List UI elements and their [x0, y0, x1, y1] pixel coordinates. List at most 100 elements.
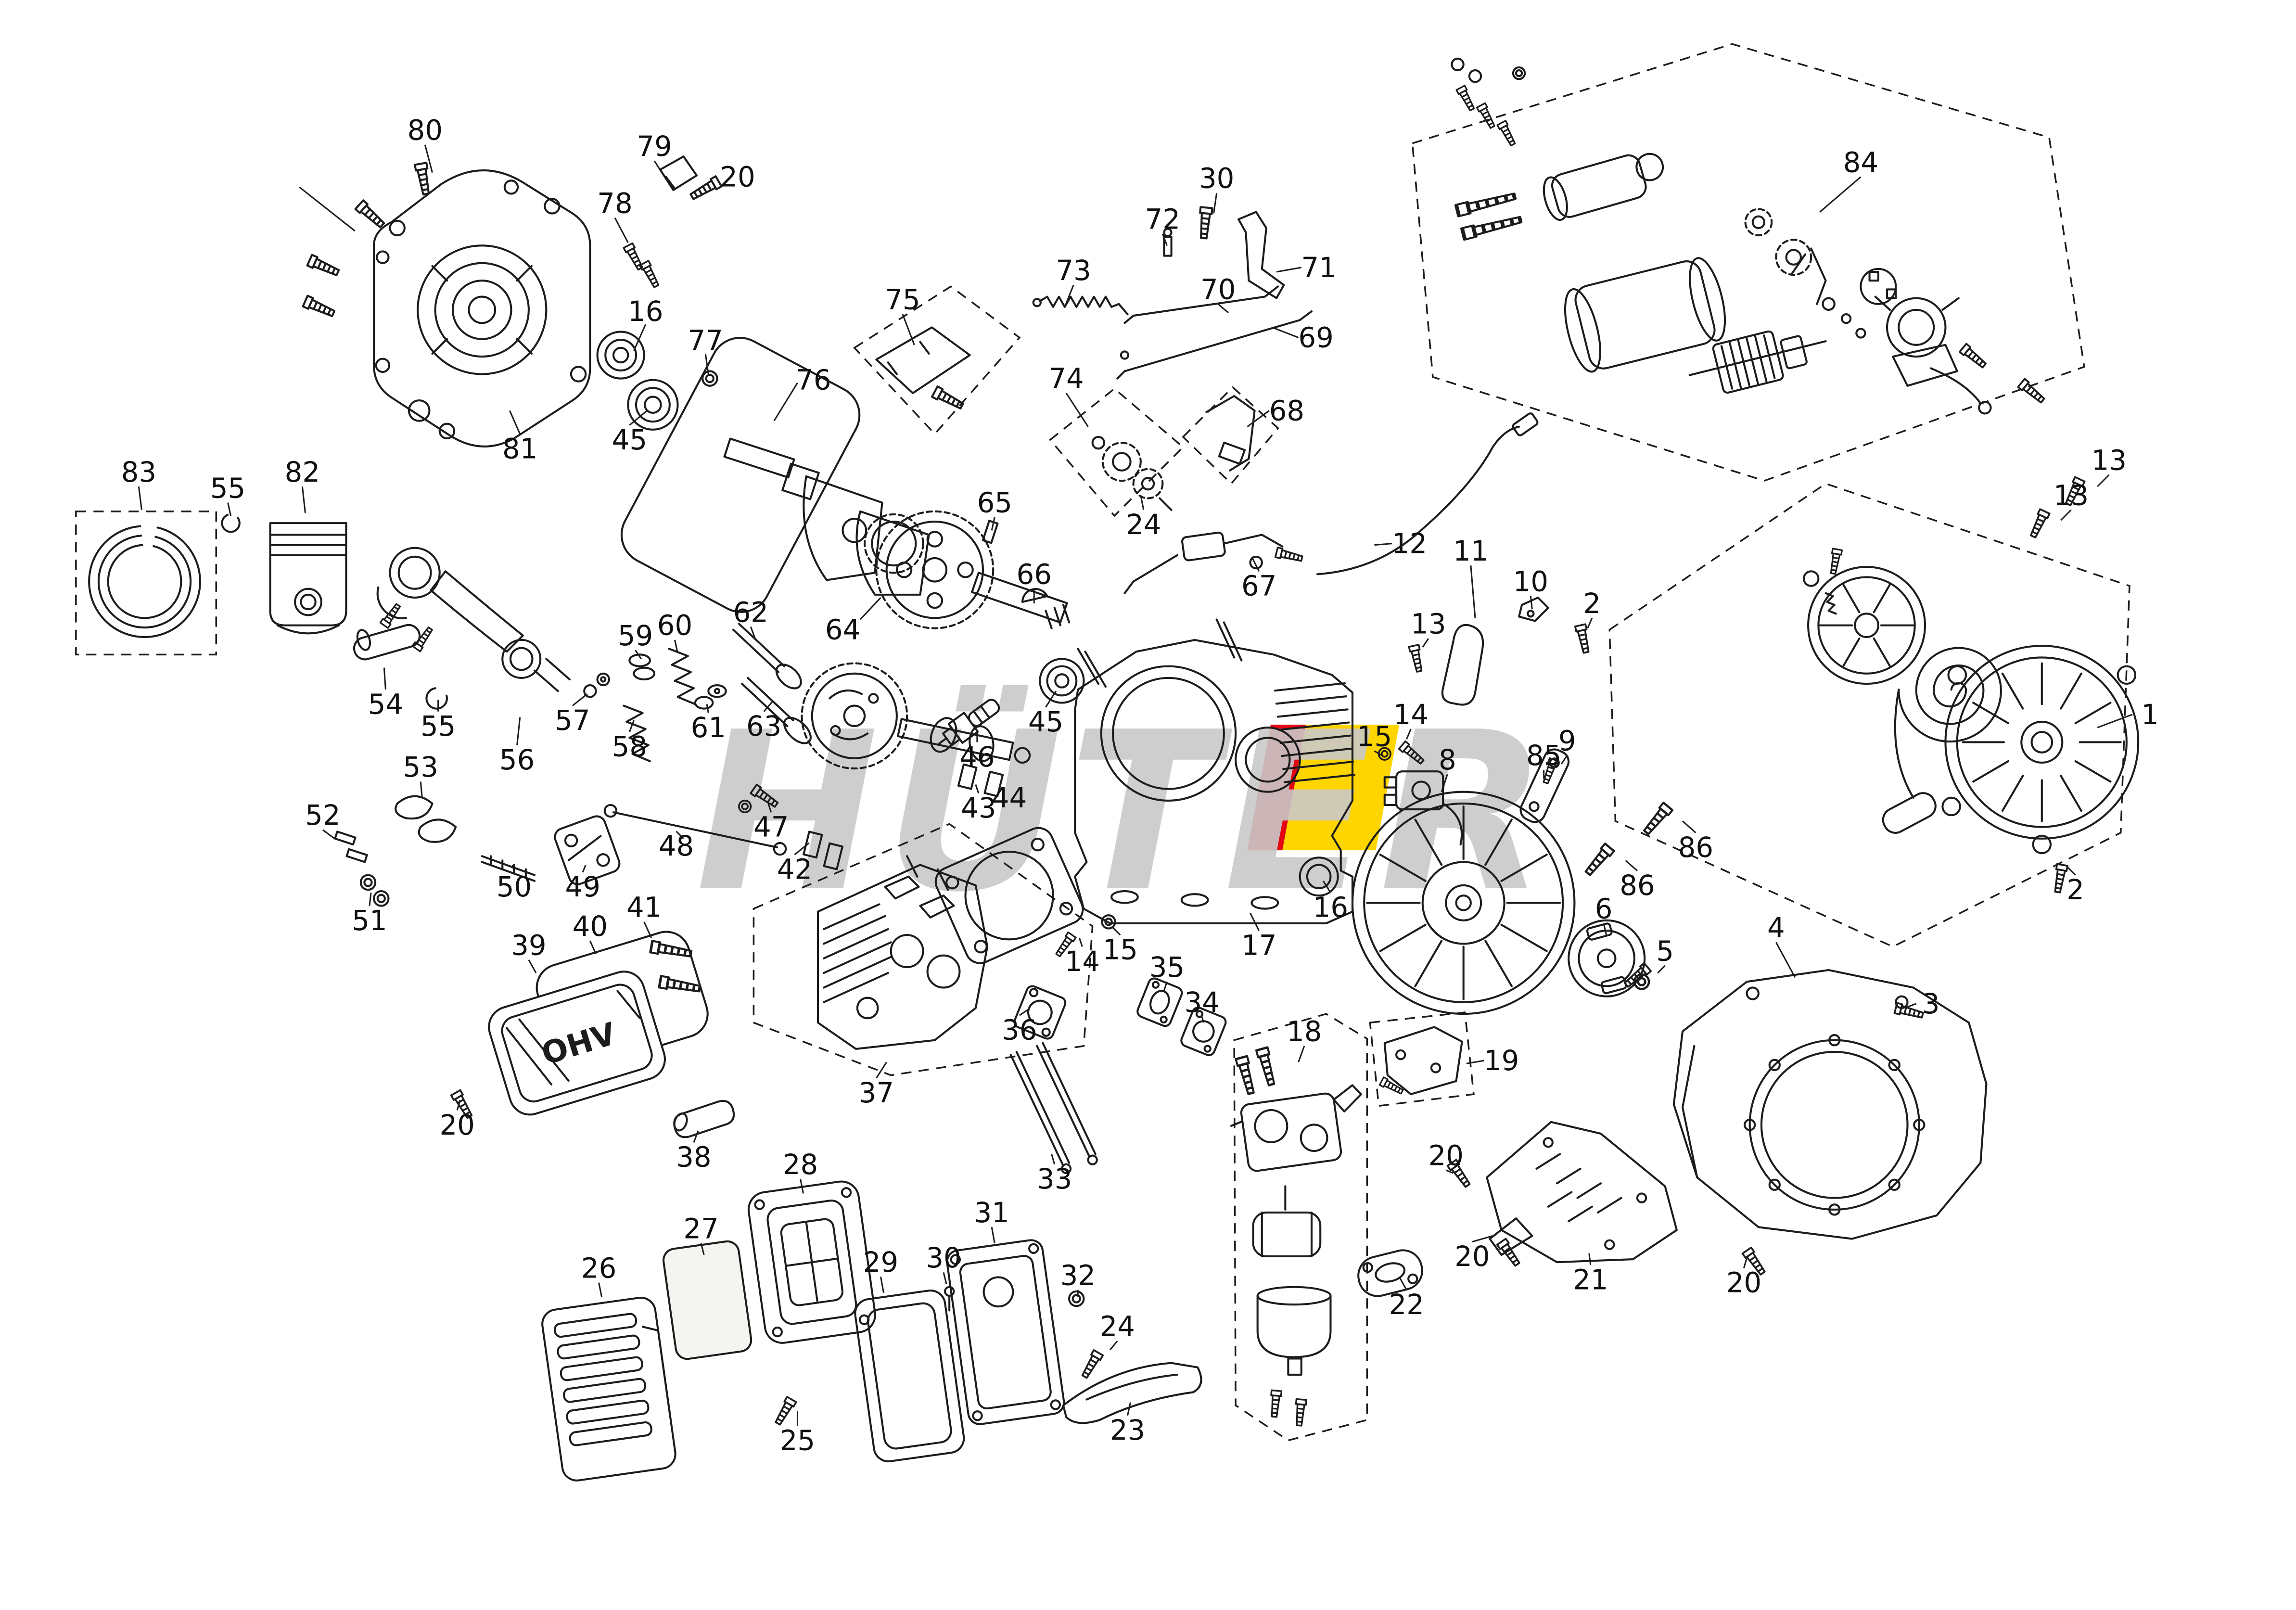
piston-pin-54: [353, 624, 421, 661]
recoil-housing: [1941, 645, 2140, 855]
leader-line: [859, 597, 881, 620]
leader-line: [1250, 912, 1260, 931]
leader-line: [456, 1099, 461, 1111]
leader-line: [902, 314, 915, 345]
part-label-64: 64: [825, 613, 860, 646]
part-label-51: 51: [352, 904, 387, 937]
part-label-20: 20: [1429, 1139, 1464, 1172]
leader-line: [1374, 750, 1382, 756]
part-label-77: 77: [688, 324, 723, 357]
leader-line: [991, 1227, 995, 1243]
part-label-63: 63: [746, 710, 781, 742]
part-label-9: 9: [1558, 724, 1576, 757]
cylinder-head: [816, 855, 989, 1050]
leader-line: [1422, 638, 1429, 648]
crankcase-cover: [373, 169, 591, 447]
leader-line: [1272, 326, 1299, 339]
leader-line: [704, 353, 709, 374]
leader-line: [1109, 1341, 1118, 1351]
leader-line: [700, 1243, 705, 1255]
leader-line: [528, 959, 537, 973]
part-label-30: 30: [1199, 162, 1234, 195]
leader-line: [322, 829, 335, 840]
part-label-49: 49: [565, 870, 600, 903]
leader-line: [763, 701, 773, 712]
part-label-2: 2: [2066, 873, 2084, 906]
part-label-45: 45: [1028, 705, 1063, 738]
leader-line: [943, 1272, 947, 1285]
part-label-65: 65: [977, 486, 1012, 519]
throttle-rod-70: [1123, 285, 1279, 324]
leader-line: [629, 410, 648, 426]
leader-line: [582, 864, 587, 873]
part-label-24: 24: [1100, 1310, 1135, 1343]
part-label-72: 72: [1145, 203, 1180, 236]
part-label-3: 3: [1922, 987, 1940, 1020]
group-box-carburetor-group: [1233, 1013, 1368, 1442]
leader-line: [1127, 1402, 1132, 1416]
group-box-governor-link: [1182, 386, 1279, 485]
leader-line: [1405, 728, 1412, 740]
leader-line: [614, 217, 629, 243]
part-label-6: 6: [1595, 893, 1613, 925]
gasket-34: [1180, 1007, 1227, 1056]
crankshaft: [723, 437, 1071, 629]
part-label-20: 20: [1726, 1266, 1761, 1299]
ball-bearing-45-left: [627, 379, 679, 431]
connecting-rod: [376, 547, 571, 692]
leader-line: [1625, 860, 1638, 871]
exhaust-gasket-22: [1357, 1249, 1423, 1297]
head-gasket: [934, 827, 1084, 964]
part-label-68: 68: [1269, 394, 1304, 427]
part-label-2: 2: [1583, 587, 1601, 620]
part-label-47: 47: [753, 811, 789, 843]
circlip-55-right: [425, 687, 448, 710]
part-label-79: 79: [637, 130, 672, 163]
fan-cover: [1672, 969, 1988, 1240]
part-label-52: 52: [305, 799, 340, 831]
leader-line: [2097, 474, 2110, 487]
leader-line: [2066, 866, 2076, 876]
part-label-66: 66: [1017, 558, 1052, 590]
oil-seal-77: [702, 370, 718, 387]
leader-line: [674, 639, 679, 653]
leader-line: [1819, 176, 1862, 213]
part-label-18: 18: [1287, 1015, 1322, 1048]
governor-arm-71: [1237, 211, 1285, 299]
group-box-cylinder-head-group: [753, 823, 1094, 1076]
part-label-31: 31: [974, 1196, 1009, 1229]
spring-retainers-61: [694, 684, 727, 710]
governor-shaft-67: [1123, 531, 1284, 594]
leader-line: [589, 940, 597, 955]
recoil-pulley: [1807, 566, 1926, 685]
leader-line: [1466, 1060, 1484, 1064]
part-label-76: 76: [796, 364, 831, 396]
part-label-16: 16: [1313, 891, 1348, 923]
leader-line: [1472, 1235, 1493, 1243]
circlip-55-left: [221, 513, 241, 533]
leader-line: [1904, 1003, 1917, 1009]
part-label-67: 67: [1241, 570, 1276, 602]
leader-line: [676, 831, 684, 839]
ignition-coil: [1383, 770, 1463, 846]
part-label-53: 53: [403, 751, 438, 783]
leader-line: [1213, 192, 1218, 214]
leader-line: [1112, 927, 1121, 936]
pivot-pins-52: [334, 831, 368, 863]
leader-line: [1163, 981, 1168, 991]
part-label-55: 55: [421, 710, 456, 742]
breather-plate-75: [875, 326, 971, 395]
valve-retainers-57: [583, 672, 610, 698]
leader-line: [1247, 410, 1270, 427]
leader-line: [301, 486, 306, 513]
governor-link-68: [1205, 395, 1256, 472]
leader-line: [1588, 1253, 1592, 1265]
leader-line: [2060, 509, 2072, 521]
leader-line: [138, 486, 142, 510]
leader-line: [693, 1130, 699, 1143]
part-label-50: 50: [497, 870, 532, 903]
carburetor-body: [1230, 1084, 1362, 1172]
pawl-parts: [1802, 570, 1837, 615]
float-bowl: [1256, 1286, 1332, 1376]
part-label-86: 86: [1678, 831, 1713, 864]
